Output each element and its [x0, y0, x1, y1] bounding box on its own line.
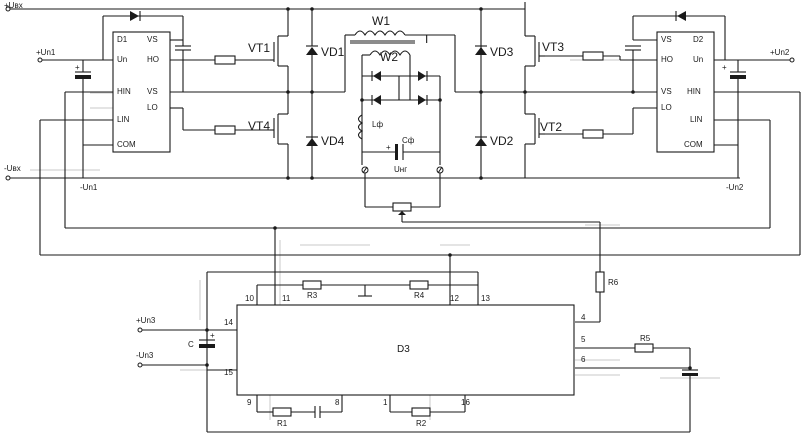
minus-input-label: -Uвх — [4, 164, 21, 173]
d3-pin-4: 4 — [581, 313, 586, 322]
un1-cap-plus: + — [75, 63, 80, 72]
d2-pin-hin: HIN — [687, 87, 701, 96]
d1-wiring: +Un1 + -Un1 — [36, 11, 345, 255]
lf-label: Lф — [372, 120, 383, 129]
d1-pin-hin: HIN — [117, 87, 131, 96]
un2-plus-label: +Un2 — [770, 48, 790, 57]
r6-label: R6 — [608, 278, 619, 287]
r1-label: R1 — [277, 419, 288, 428]
vd2-label: VD2 — [490, 134, 514, 148]
controller-r5-branch: R5 — [575, 334, 698, 432]
d2-wiring: +Un2 + -Un2 — [545, 11, 801, 255]
vt1-label: VT1 — [248, 41, 270, 55]
transformer-t: W1 W2 T — [344, 14, 481, 93]
d3-pin-8: 8 — [335, 398, 340, 407]
d2-pin-lo: LO — [661, 103, 672, 112]
output-rectifier: Lф + Cф Uнг — [357, 71, 601, 272]
un3-minus-label: -Un3 — [136, 351, 154, 360]
d3-pin-14: 14 — [224, 318, 233, 327]
un2-minus-label: -Un2 — [726, 183, 744, 192]
d3-pin-1: 1 — [383, 398, 388, 407]
w1-label: W1 — [372, 14, 390, 28]
d3-pin-16: 16 — [461, 398, 470, 407]
d1-pin-com: COM — [117, 140, 136, 149]
d3-pin-9: 9 — [247, 398, 252, 407]
vt3-label: VT3 — [542, 40, 564, 54]
d1-pin-lo: LO — [147, 103, 158, 112]
r5-label: R5 — [640, 334, 651, 343]
d2-pin-vs-top: VS — [661, 35, 672, 44]
d3-pin-15: 15 — [224, 368, 233, 377]
d1-pin-un: Un — [117, 55, 127, 64]
d1-pin-vs: VS — [147, 87, 158, 96]
d1-name: D1 — [117, 35, 128, 44]
d2-name: D2 — [693, 35, 704, 44]
vd4-label: VD4 — [321, 134, 345, 148]
driver-d1: D1 VS Un HO HIN VS LIN LO COM — [112, 31, 171, 153]
driver-d2: D2 VS Un HO HIN VS LIN LO COM — [656, 31, 715, 153]
d3-pin-12: 12 — [450, 294, 459, 303]
vt2-label: VT2 — [540, 120, 562, 134]
left-half-bridge: VT1 VT4 VD1 VD4 — [248, 7, 345, 180]
controller-top-network: R3 R4 — [206, 271, 479, 432]
r2-label: R2 — [416, 419, 427, 428]
d1-pin-lin: LIN — [117, 115, 130, 124]
r3-label: R3 — [307, 291, 318, 300]
un2-cap-plus: + — [722, 63, 727, 72]
right-half-bridge: VD3 VD2 VT3 VT2 — [475, 7, 740, 180]
w2-label: W2 — [380, 50, 398, 64]
d3-pin-5: 5 — [581, 335, 586, 344]
d3-pin-11: 11 — [282, 294, 291, 303]
vt4-label: VT4 — [248, 119, 270, 133]
d3-pin-6: 6 — [581, 355, 586, 364]
controller-supply: +Un3 -Un3 + C — [136, 316, 237, 371]
cf-label: Cф — [402, 136, 415, 145]
un1-plus-label: +Un1 — [36, 48, 56, 57]
r4-label: R4 — [414, 291, 425, 300]
un1-minus-label: -Un1 — [80, 183, 98, 192]
d3-name: D3 — [397, 344, 410, 355]
un3-plus-label: +Un3 — [136, 316, 156, 325]
c-plus: + — [210, 331, 215, 340]
power-rails: +Uвх -Uвх — [4, 1, 526, 181]
c-label: C — [188, 340, 194, 349]
unh-label: Uнг — [394, 165, 407, 174]
t-label: T — [423, 32, 431, 46]
d2-pin-ho: HO — [661, 55, 673, 64]
d2-pin-lin: LIN — [690, 115, 703, 124]
d2-pin-vs: VS — [661, 87, 672, 96]
d3-pin-10: 10 — [245, 294, 254, 303]
d2-pin-com: COM — [684, 140, 703, 149]
d3-pin-13: 13 — [481, 294, 490, 303]
d1-pin-vs-top: VS — [147, 35, 158, 44]
controller-bus: R6 — [40, 226, 800, 323]
vd1-label: VD1 — [321, 45, 345, 59]
controller-d3: D3 10 11 12 13 14 15 4 5 6 9 8 1 16 — [224, 294, 586, 407]
cf-plus: + — [386, 143, 391, 152]
controller-bottom-network: R1 R2 — [207, 395, 690, 433]
plus-input-label: +Uвх — [4, 1, 23, 10]
d1-pin-ho: HO — [147, 55, 159, 64]
vd3-label: VD3 — [490, 45, 514, 59]
d2-pin-un: Un — [693, 55, 703, 64]
